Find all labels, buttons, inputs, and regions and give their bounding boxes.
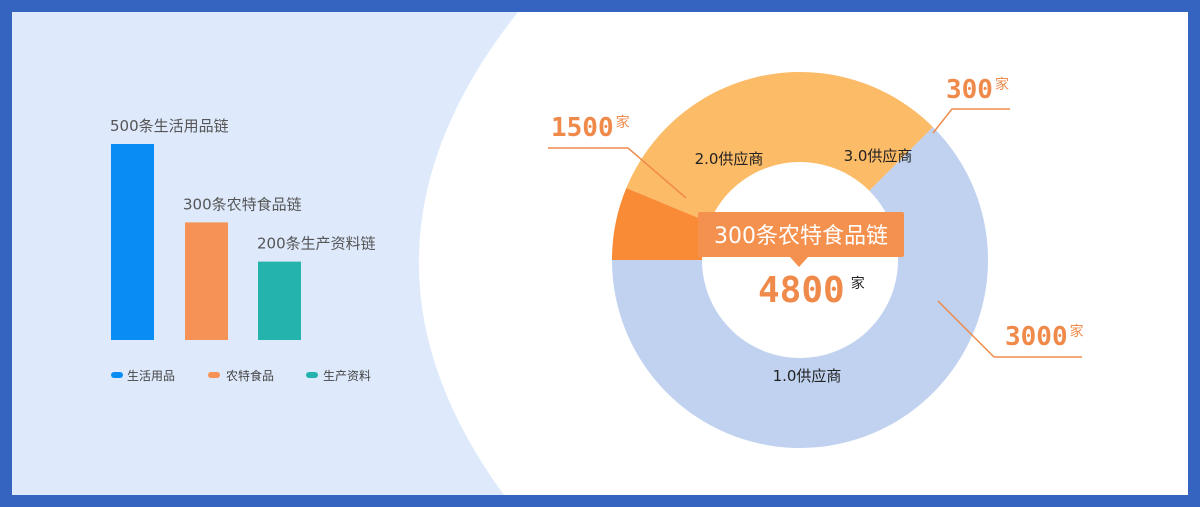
bar-label-daily-goods: 500条生活用品链 (110, 117, 229, 135)
chart-canvas: 500条生活用品链 300条农特食品链 200条生产资料链 生活用品 农特食品 … (12, 12, 1084, 495)
legend-swatch-production-materials (306, 372, 318, 378)
legend-swatch-agri-food (208, 372, 220, 378)
slice-label-1-0-supplier: 1.0供应商 (773, 367, 842, 385)
tooltip-text: 300条农特食品链 (714, 224, 888, 249)
tooltip-pointer (790, 257, 808, 267)
bar-agri-food[interactable] (185, 222, 228, 340)
bar-label-production-materials: 200条生产资料链 (257, 235, 376, 253)
left-panel-bg (12, 12, 518, 495)
chart-frame: 500条生活用品链 300条农特食品链 200条生产资料链 生活用品 农特食品 … (12, 12, 1188, 495)
legend-label-daily-goods: 生活用品 (127, 369, 175, 383)
legend: 生活用品 农特食品 生产资料 (111, 368, 371, 383)
tooltip: 300条农特食品链 (698, 212, 904, 267)
donut-slice-2-0-supplier[interactable] (626, 71, 933, 223)
bar-daily-goods[interactable] (111, 144, 154, 340)
bar-label-agri-food: 300条农特食品链 (183, 195, 302, 213)
donut-slice-1-0-supplier[interactable] (612, 127, 988, 448)
tooltip-box (698, 212, 904, 257)
leader-line-300 (932, 108, 1010, 134)
legend-label-production-materials: 生产资料 (323, 369, 371, 383)
slice-label-3-0-supplier: 3.0供应商 (844, 147, 913, 165)
leader-line-3000 (937, 300, 1082, 358)
leader-line-1500 (548, 147, 687, 199)
donut-slice-3-0-supplier[interactable] (612, 188, 710, 260)
bar-chart: 500条生活用品链 300条农特食品链 200条生产资料链 生活用品 农特食品 … (110, 117, 376, 383)
legend-label-agri-food: 农特食品 (226, 368, 274, 383)
legend-swatch-daily-goods (111, 372, 123, 378)
bar-production-materials[interactable] (258, 261, 301, 340)
slice-label-2-0-supplier: 2.0供应商 (695, 150, 764, 168)
